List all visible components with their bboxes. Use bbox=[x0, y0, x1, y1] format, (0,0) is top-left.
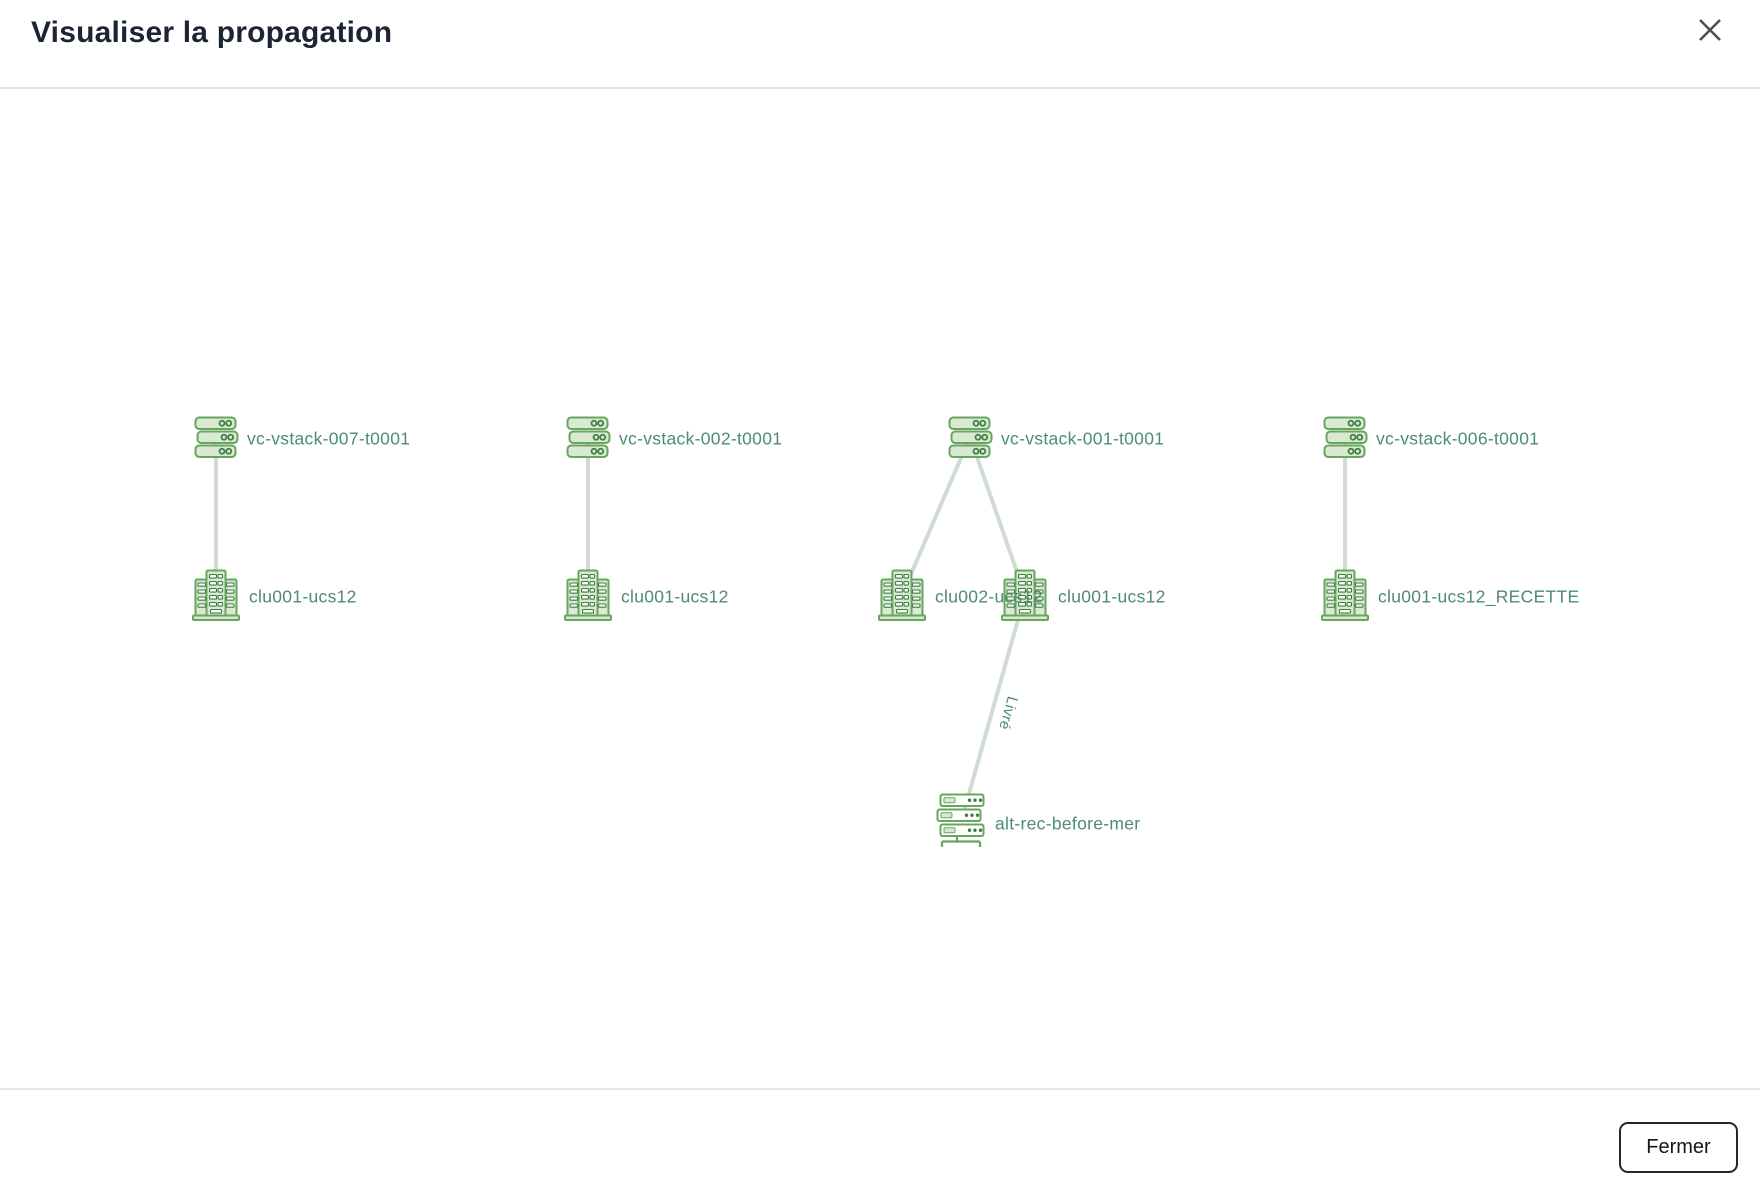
cluster-icon bbox=[191, 569, 241, 626]
cluster-icon bbox=[1000, 569, 1050, 626]
close-button[interactable] bbox=[1692, 13, 1728, 49]
page-title: Visualiser la propagation bbox=[31, 16, 393, 49]
fermer-button[interactable]: Fermer bbox=[1619, 1122, 1738, 1173]
graph-node[interactable] bbox=[1320, 568, 1370, 627]
node-label: clu002-ucs12 bbox=[935, 586, 1043, 607]
graph-node[interactable] bbox=[1322, 416, 1369, 464]
node-label: vc-vstack-006-t0001 bbox=[1376, 428, 1540, 449]
graph-node[interactable] bbox=[935, 793, 987, 856]
graph-node[interactable] bbox=[191, 568, 241, 627]
graph-edge bbox=[900, 436, 972, 596]
node-label: vc-vstack-007-t0001 bbox=[247, 428, 411, 449]
virtual-stack-icon bbox=[565, 416, 612, 463]
node-label: clu001-ucs12 bbox=[249, 586, 357, 607]
cluster-icon bbox=[563, 569, 613, 626]
cluster-icon bbox=[877, 569, 927, 626]
node-label: alt-rec-before-mer bbox=[995, 813, 1141, 834]
graph-node[interactable] bbox=[947, 416, 994, 464]
node-label: vc-vstack-002-t0001 bbox=[619, 428, 783, 449]
virtual-stack-icon bbox=[1322, 416, 1369, 463]
graph-node[interactable] bbox=[563, 568, 613, 627]
virtual-stack-icon bbox=[193, 416, 240, 463]
cluster-icon bbox=[1320, 569, 1370, 626]
graph-edge bbox=[959, 594, 1027, 823]
graph-node[interactable] bbox=[193, 416, 240, 464]
node-label: clu001-ucs12 bbox=[1058, 586, 1166, 607]
close-icon bbox=[1695, 15, 1725, 48]
modal-footer: Fermer bbox=[0, 1088, 1760, 1192]
graph-node[interactable] bbox=[565, 416, 612, 464]
node-label: clu001-ucs12_RECETTE bbox=[1378, 586, 1580, 607]
node-label: vc-vstack-001-t0001 bbox=[1001, 428, 1165, 449]
graph-node[interactable] bbox=[1000, 568, 1050, 627]
server-stack-icon bbox=[935, 793, 987, 855]
node-label: clu001-ucs12 bbox=[621, 586, 729, 607]
graph-node[interactable] bbox=[877, 568, 927, 627]
graph-edge bbox=[968, 436, 1027, 596]
modal-header: Visualiser la propagation bbox=[0, 0, 1760, 89]
virtual-stack-icon bbox=[947, 416, 994, 463]
